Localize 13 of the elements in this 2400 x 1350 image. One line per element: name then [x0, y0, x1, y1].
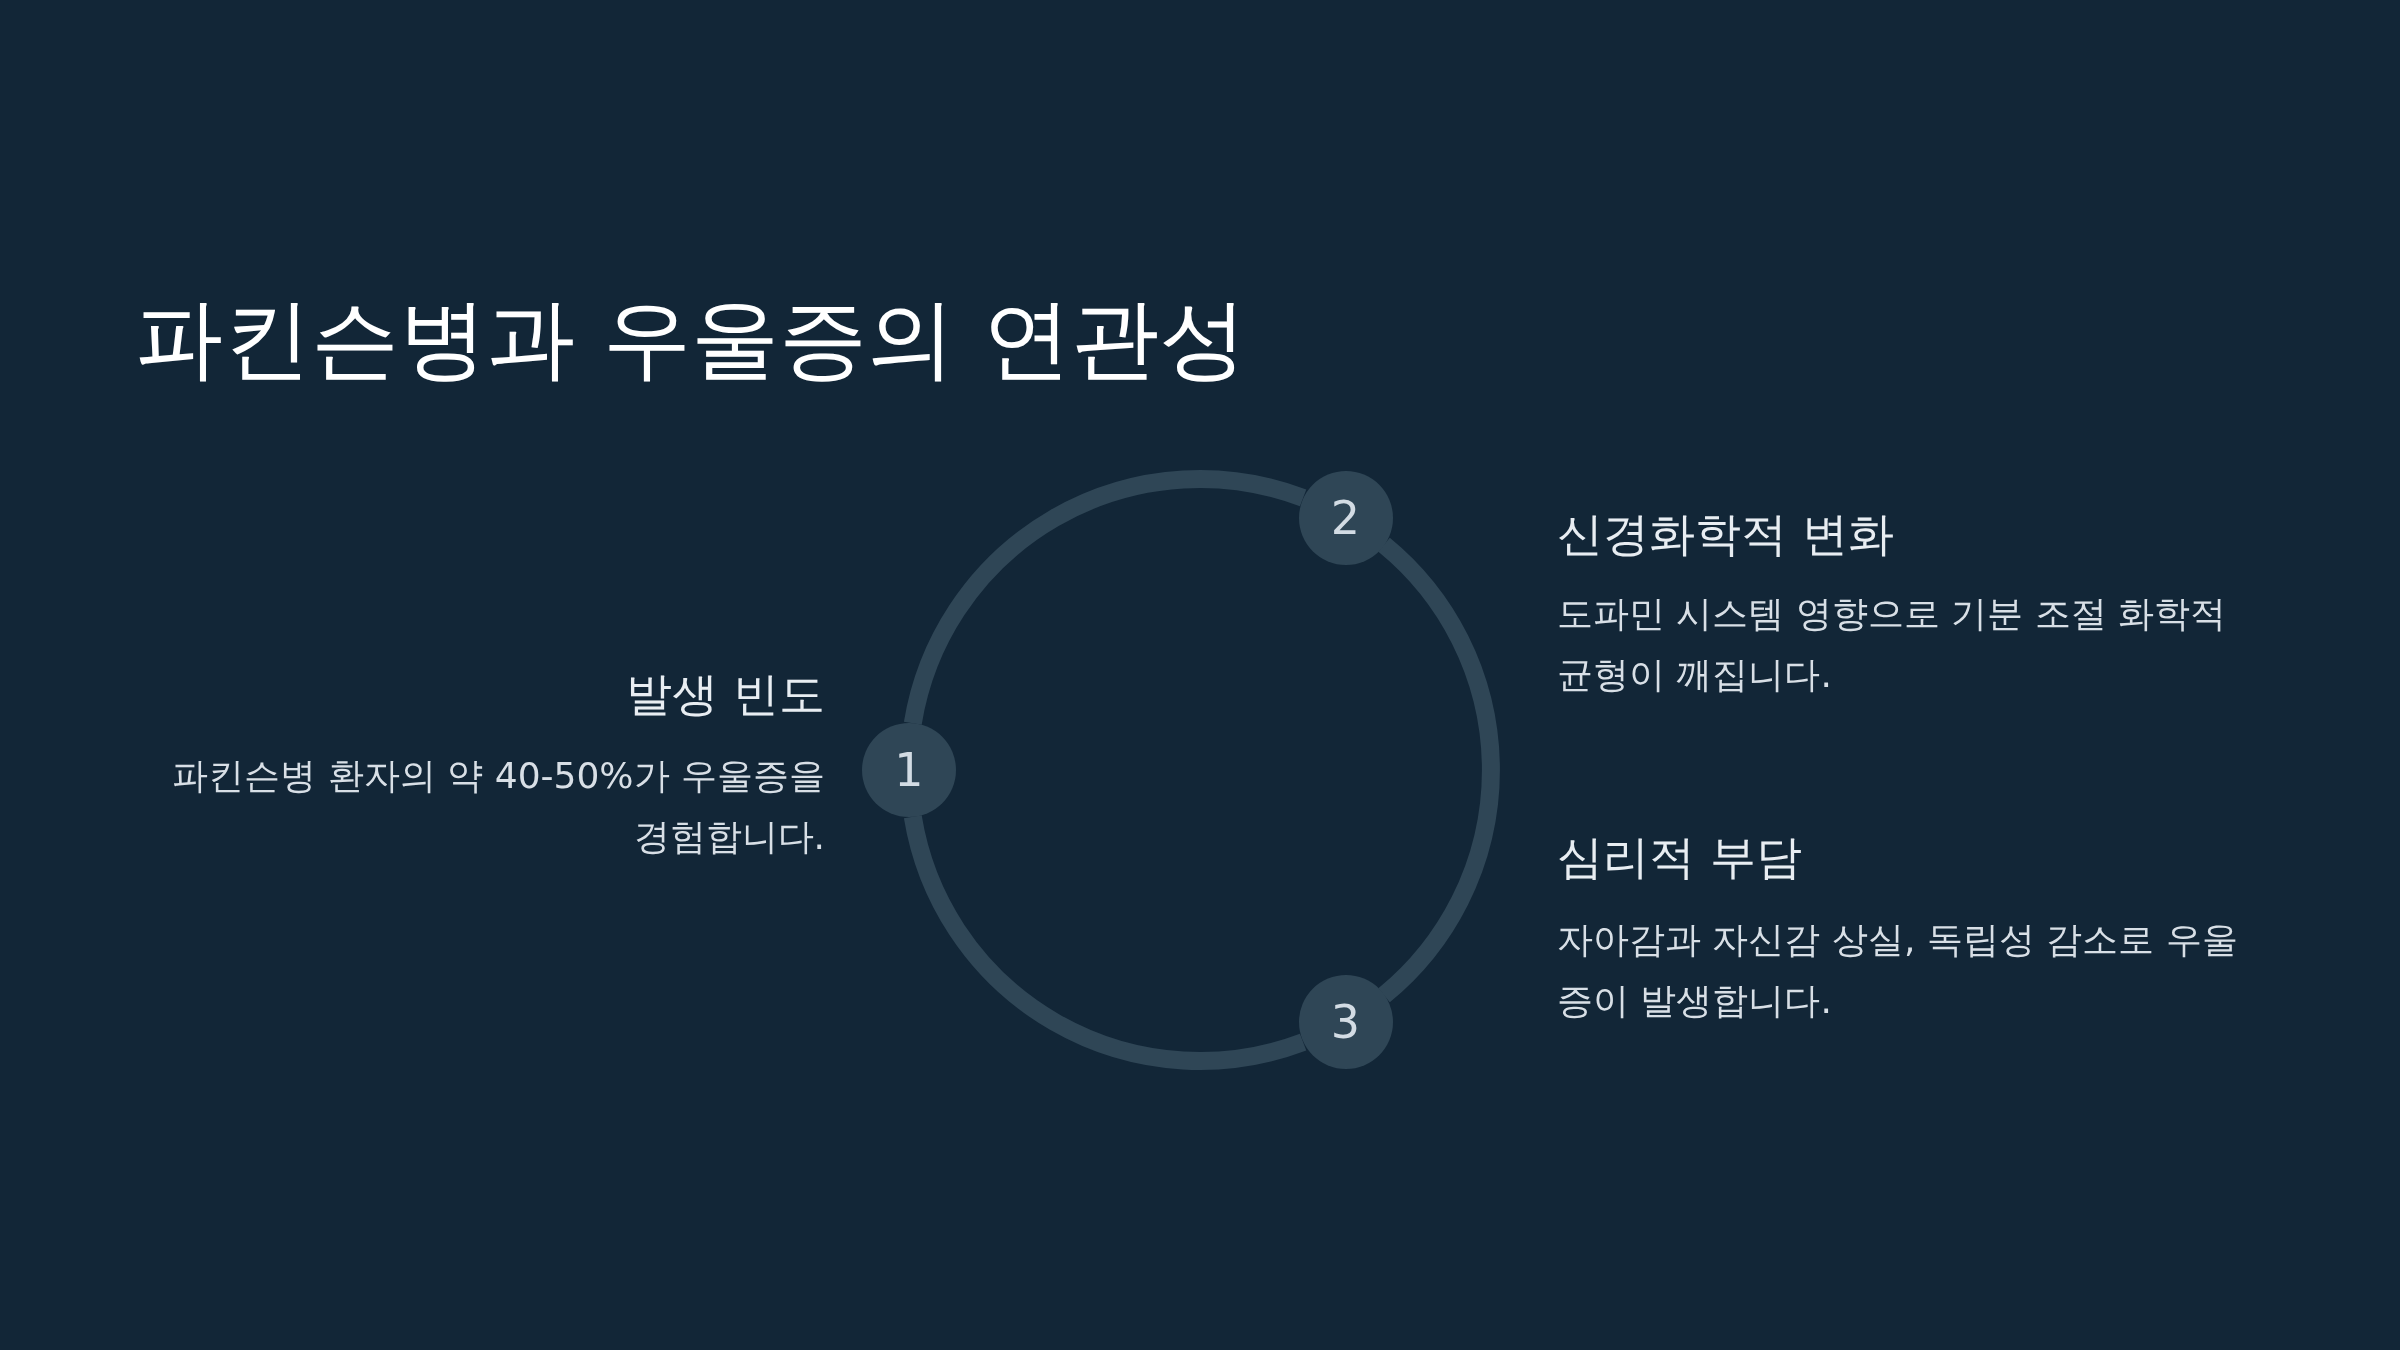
description-text: 도파민 시스템 영향으로 기분 조절 화학적 균형이 깨집니다.	[1557, 592, 2228, 698]
ring-arc	[1377, 538, 1500, 1002]
ring-arc	[904, 470, 1306, 726]
step-number-circle: 3	[1298, 975, 1393, 1069]
ring-arc	[904, 814, 1306, 1070]
step-number-circle: 2	[1298, 471, 1393, 565]
section-heading: 신경화학적 변화	[1557, 506, 1895, 563]
step-number-circle: 1	[862, 723, 956, 817]
title: 파킨슨병과 우울증의 연관성	[135, 286, 1247, 392]
section-heading: 심리적 부담	[1557, 829, 1803, 886]
section-heading: 발생 빈도	[625, 666, 825, 723]
description-text: 자아감과 자신감 상실, 독립성 감소로 우울증이 발생합니다.	[1557, 918, 2239, 1024]
description-text: 파킨슨병 환자의 약 40-50%가 우울증을 경험합니다.	[171, 754, 825, 860]
